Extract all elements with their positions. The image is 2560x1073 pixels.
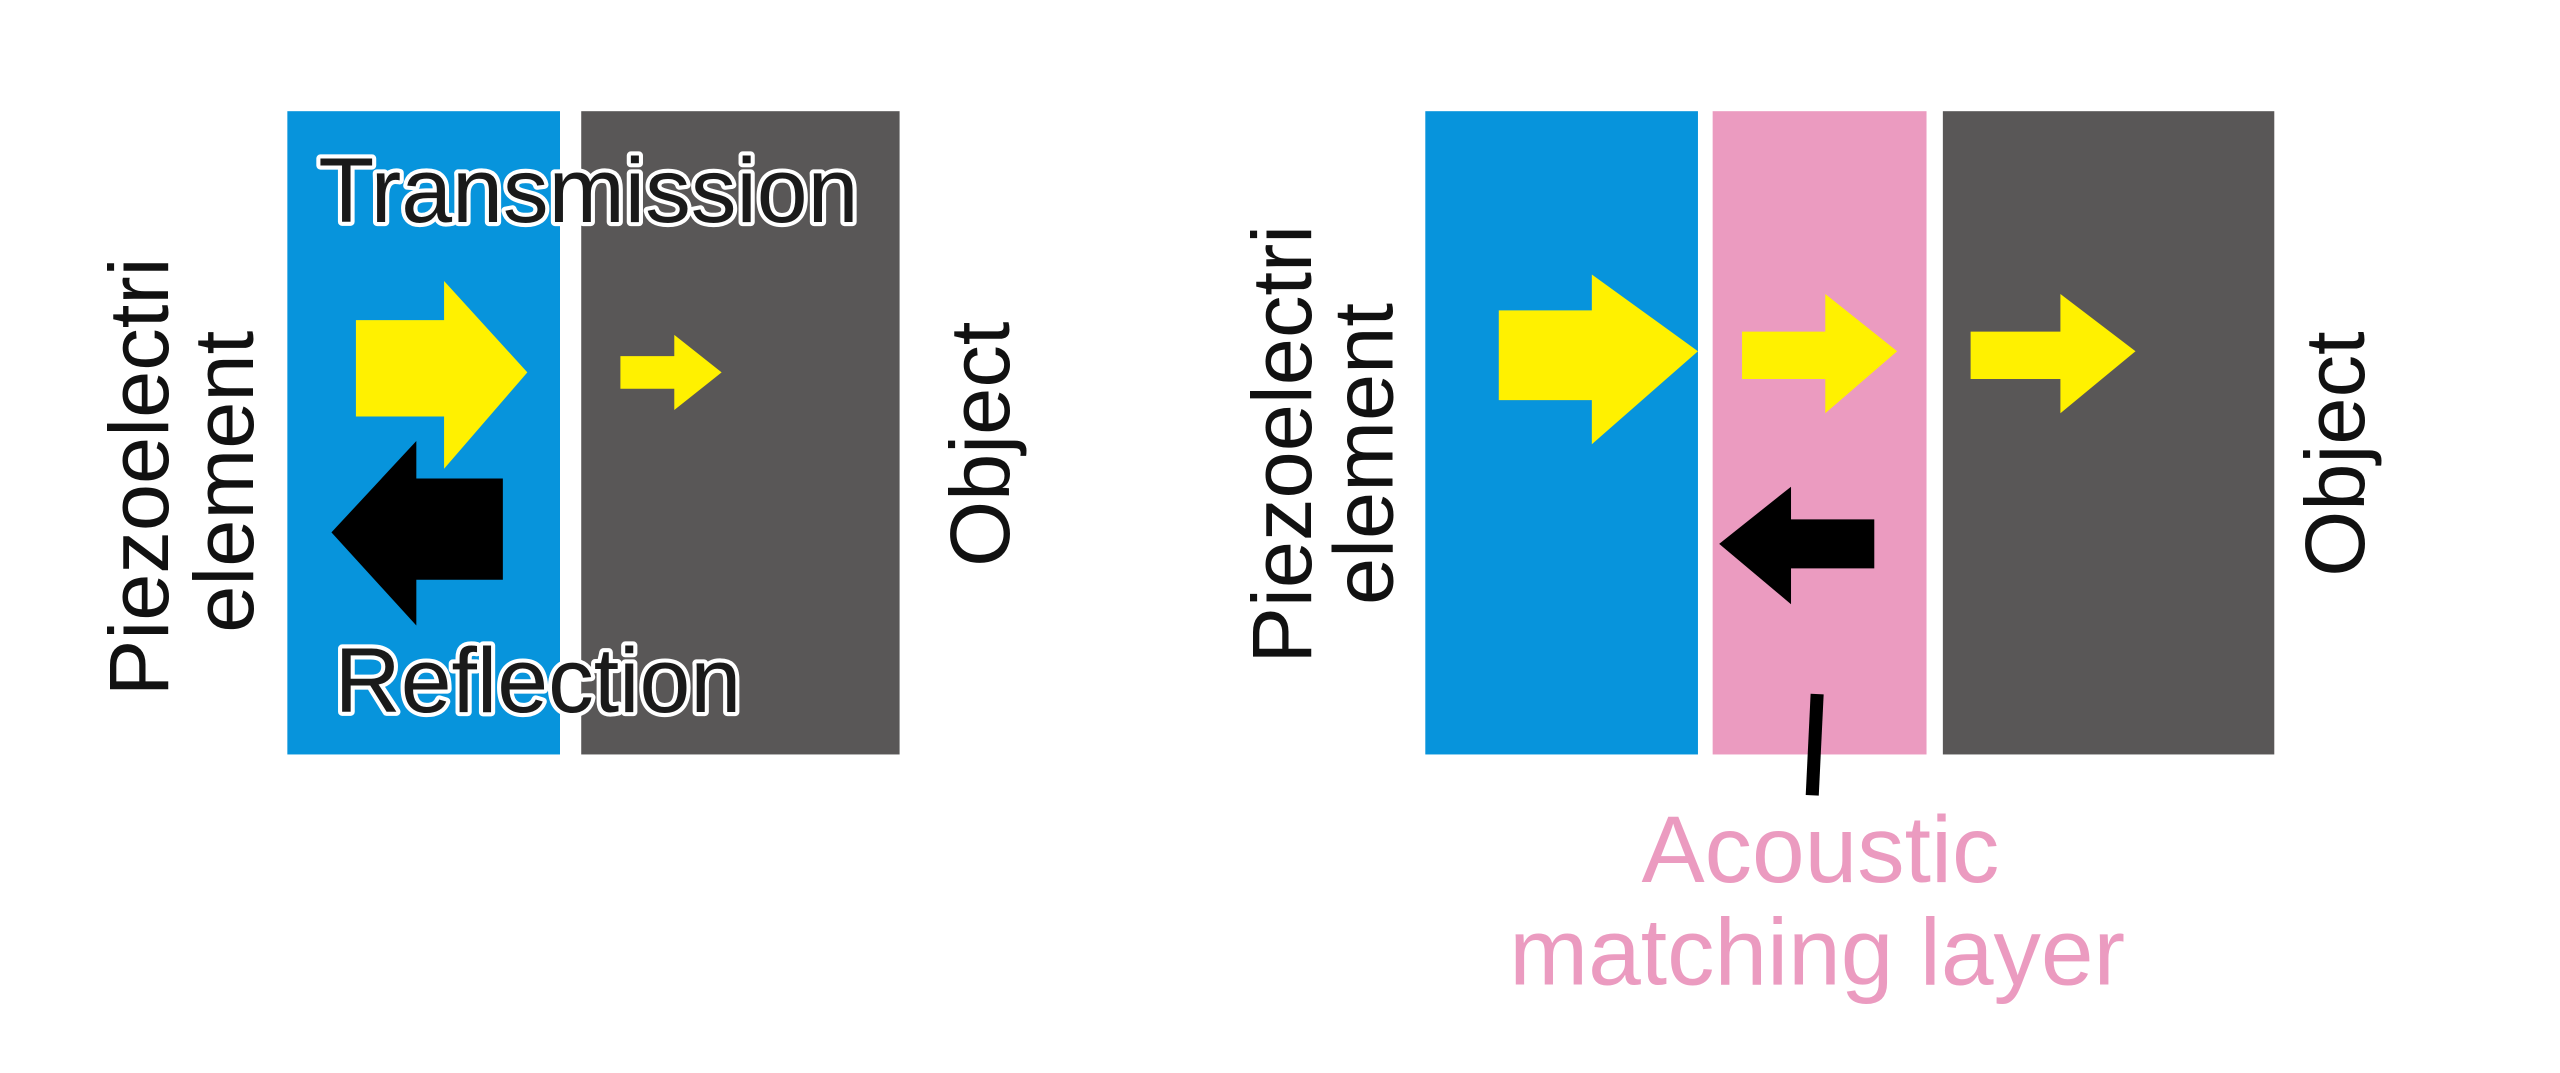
- transmission-arrow-object: [1970, 294, 2136, 414]
- object-block: [581, 111, 900, 755]
- transmission-arrow-small: [620, 334, 722, 410]
- piezo-element-block: [287, 111, 560, 755]
- object-label: Object: [2287, 331, 2382, 576]
- transmission-arrow-matching-layer: [1742, 294, 1898, 414]
- reflection-label: Reflection: [335, 630, 741, 732]
- object-block: [1942, 111, 2275, 755]
- left-panel-without-matching-layer: Transmission Reflection Piezoelectri ele…: [91, 111, 1027, 755]
- reflection-arrow: [331, 440, 503, 626]
- piezo-label-line2: element: [176, 331, 271, 633]
- reflection-arrow: [1719, 486, 1875, 605]
- right-panel-with-matching-layer: Acoustic matching layer Piezoelectri ele…: [1234, 111, 2382, 1006]
- transmission-arrow-large: [355, 280, 528, 469]
- matching-layer-block: [1712, 111, 1927, 755]
- matching-label-line2: matching layer: [1509, 900, 2125, 1006]
- transmission-arrow-piezo: [1498, 274, 1698, 445]
- matching-layer-leader-line: [1805, 693, 1824, 796]
- piezo-label-line1: Piezoelectri: [91, 258, 186, 697]
- piezo-label-line2: element: [1316, 303, 1411, 605]
- piezo-label-line1: Piezoelectri: [1234, 225, 1329, 664]
- object-label: Object: [932, 322, 1027, 567]
- transmission-label: Transmission: [318, 140, 858, 242]
- piezo-element-block: [1425, 111, 1698, 755]
- matching-label-line1: Acoustic: [1641, 797, 1999, 903]
